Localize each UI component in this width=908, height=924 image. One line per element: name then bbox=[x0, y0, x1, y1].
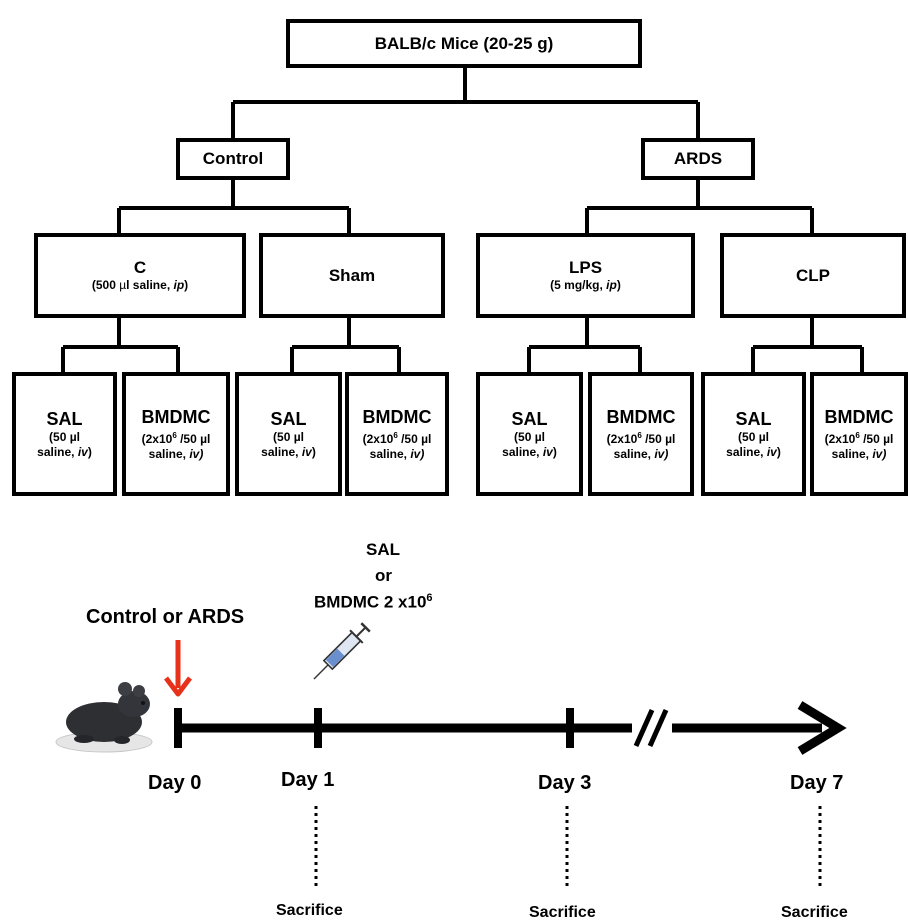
bmdmc-leaf-c: BMDMC (2x106 /50 µl saline, iv) bbox=[122, 372, 230, 496]
root-node: BALB/c Mice (20-25 g) bbox=[286, 19, 642, 68]
bmdmc-sub-1: (2x106 /50 µl bbox=[141, 430, 211, 446]
sal-sub-2: saline, iv) bbox=[726, 444, 781, 459]
sal-sub-1: (50 µl bbox=[49, 429, 80, 444]
lps-node: LPS (5 mg/kg, ip) bbox=[476, 233, 695, 318]
bmdmc-leaf-sham: BMDMC (2x106 /50 µl saline, iv) bbox=[345, 372, 449, 496]
sal-sub-1: (50 µl bbox=[738, 429, 769, 444]
syringe-icon bbox=[313, 622, 371, 680]
bmdmc-sub-2: saline, iv) bbox=[831, 446, 887, 461]
treatment-line-1: SAL bbox=[366, 540, 400, 559]
bmdmc-sub-2: saline, iv) bbox=[369, 446, 425, 461]
sal-title: SAL bbox=[270, 408, 307, 429]
timeline-arrowhead bbox=[797, 701, 847, 755]
sal-leaf-c: SAL (50 µl saline, iv) bbox=[12, 372, 117, 496]
clp-node: CLP bbox=[720, 233, 906, 318]
bmdmc-leaf-lps: BMDMC (2x106 /50 µl saline, iv) bbox=[588, 372, 694, 496]
sal-title: SAL bbox=[735, 408, 772, 429]
axis-break-mark bbox=[633, 708, 655, 748]
ards-node: ARDS bbox=[641, 138, 755, 180]
day-7-label: Day 7 bbox=[790, 772, 844, 794]
sal-sub-1: (50 µl bbox=[273, 429, 304, 444]
sal-sub-1: (50 µl bbox=[514, 429, 545, 444]
control-node: Control bbox=[176, 138, 290, 180]
day-1-label: Day 1 bbox=[281, 769, 335, 791]
lps-title: LPS bbox=[568, 258, 603, 277]
sacrifice-day-7: Sacrifice bbox=[781, 904, 848, 921]
bmdmc-title: BMDMC bbox=[141, 406, 211, 427]
sacrifice-day-3: Sacrifice bbox=[529, 904, 596, 921]
bmdmc-title: BMDMC bbox=[362, 406, 432, 427]
lps-subtitle: (5 mg/kg, ip) bbox=[550, 278, 621, 292]
day-0-label: Day 0 bbox=[148, 772, 202, 794]
treatment-line-3: BMDMC 2 x106 bbox=[314, 592, 433, 612]
sal-sub-2: saline, iv) bbox=[502, 444, 557, 459]
clp-title: CLP bbox=[796, 265, 830, 285]
c-subtitle: (500 µl saline, ip) bbox=[91, 278, 189, 292]
red-down-arrow-icon bbox=[164, 640, 192, 697]
sal-leaf-sham: SAL (50 µl saline, iv) bbox=[235, 372, 342, 496]
bmdmc-title: BMDMC bbox=[824, 406, 894, 427]
control-or-ards-label: Control or ARDS bbox=[86, 606, 245, 628]
sal-sub-2: saline, iv) bbox=[261, 444, 316, 459]
c-node: C (500 µl saline, ip) bbox=[34, 233, 246, 318]
axis-break-mark bbox=[647, 708, 669, 748]
mouse-icon bbox=[55, 682, 153, 753]
bmdmc-title: BMDMC bbox=[606, 406, 676, 427]
bmdmc-sub-1: (2x106 /50 µl bbox=[824, 430, 894, 446]
sal-leaf-lps: SAL (50 µl saline, iv) bbox=[476, 372, 583, 496]
bmdmc-sub-1: (2x106 /50 µl bbox=[362, 430, 432, 446]
bmdmc-sub-2: saline, iv) bbox=[613, 446, 669, 461]
sal-sub-2: saline, iv) bbox=[37, 444, 92, 459]
sham-title: Sham bbox=[328, 265, 376, 285]
control-title: Control bbox=[202, 149, 264, 168]
bmdmc-leaf-clp: BMDMC (2x106 /50 µl saline, iv) bbox=[810, 372, 908, 496]
bmdmc-sub-2: saline, iv) bbox=[148, 446, 204, 461]
sal-title: SAL bbox=[511, 408, 548, 429]
bmdmc-sub-1: (2x106 /50 µl bbox=[606, 430, 676, 446]
root-title: BALB/c Mice (20-25 g) bbox=[374, 33, 554, 53]
sal-title: SAL bbox=[46, 408, 83, 429]
sal-leaf-clp: SAL (50 µl saline, iv) bbox=[701, 372, 806, 496]
sham-node: Sham bbox=[259, 233, 445, 318]
sacrifice-day-1: Sacrifice bbox=[276, 902, 343, 919]
c-title: C bbox=[133, 258, 147, 277]
treatment-line-2: or bbox=[375, 566, 392, 585]
ards-title: ARDS bbox=[673, 149, 723, 168]
day-3-label: Day 3 bbox=[538, 772, 592, 794]
